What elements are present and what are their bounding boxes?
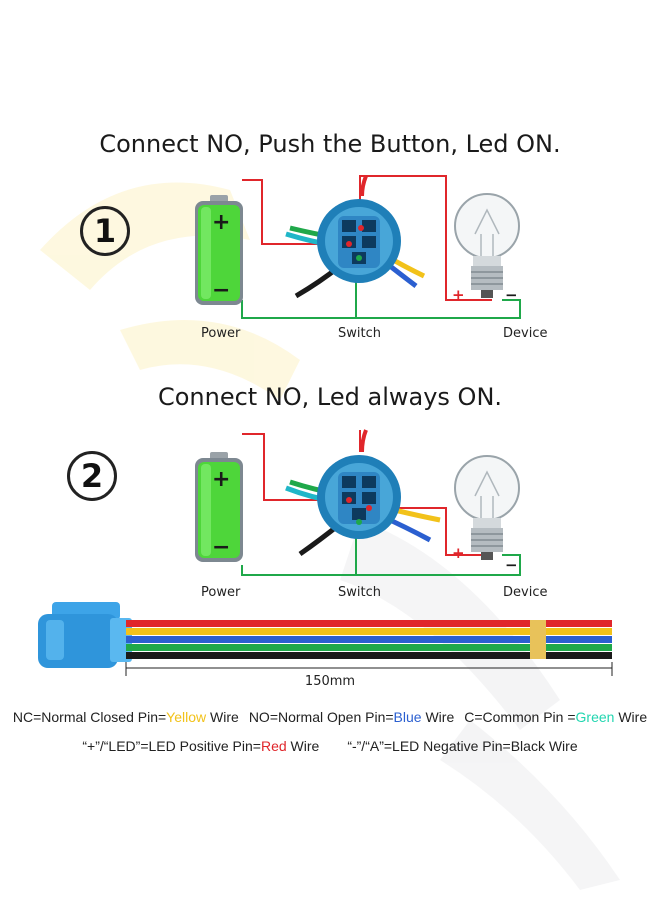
legend-nc-suffix: Wire (206, 709, 239, 725)
legend-no-suffix: Wire (421, 709, 455, 725)
legend-led-color: Red (260, 738, 287, 754)
wire-bundle (126, 620, 612, 659)
legend-led-suffix: Wire (286, 738, 320, 754)
legend-nc-prefix: NC=Normal Closed Pin= (12, 709, 167, 725)
bulb-1-minus: − (505, 286, 518, 304)
diagram2-device-label: Device (503, 585, 548, 600)
legend-nc-color: Yellow (166, 709, 207, 725)
diagram1-number: 1 (80, 206, 130, 256)
diagram1-title: Connect NO, Push the Button, Led ON. (99, 130, 561, 158)
battery-1 (195, 195, 243, 305)
battery-2-plus: + (212, 467, 231, 492)
diagram2-switch-label: Switch (338, 585, 381, 600)
battery-1-minus: − (212, 278, 231, 303)
diagram2-title: Connect NO, Led always ON. (157, 383, 503, 411)
length-dimension (125, 662, 613, 676)
bulb-2-plus: + (452, 544, 465, 562)
cable-length-label: 150mm (304, 674, 356, 689)
bulb-1 (454, 193, 520, 298)
connector-plug (38, 602, 132, 668)
battery-2 (195, 452, 243, 562)
battery-1-plus: + (212, 210, 231, 235)
legend-c-prefix: C=Common Pin = (464, 709, 576, 725)
legend-line-1: NC=Normal Closed Pin=Yellow Wire NO=Norma… (0, 709, 660, 725)
bulb-1-plus: + (452, 286, 465, 304)
diagram2-power-label: Power (201, 585, 241, 600)
legend-c-suffix: Wire (614, 709, 648, 725)
diagram1-power-label: Power (201, 326, 241, 341)
diagram1-device-label: Device (503, 326, 548, 341)
bulb-2-minus: − (505, 556, 518, 574)
legend-c-color: Green (575, 709, 615, 725)
diagram1-switch-label: Switch (338, 326, 381, 341)
legend-negative: “-”/“A”=LED Negative Pin=Black Wire (347, 738, 578, 754)
battery-2-minus: − (212, 535, 231, 560)
legend-no-prefix: NO=Normal Open Pin= (248, 709, 394, 725)
switch-2 (317, 455, 401, 539)
bulb-2 (454, 455, 520, 560)
legend-led-prefix: “+”/“LED”=LED Positive Pin= (82, 738, 261, 754)
legend-no-color: Blue (393, 709, 422, 725)
legend-line-2: “+”/“LED”=LED Positive Pin=Red Wire “-”/“… (0, 738, 660, 754)
diagram2-number: 2 (67, 451, 117, 501)
switch-1 (317, 199, 401, 283)
